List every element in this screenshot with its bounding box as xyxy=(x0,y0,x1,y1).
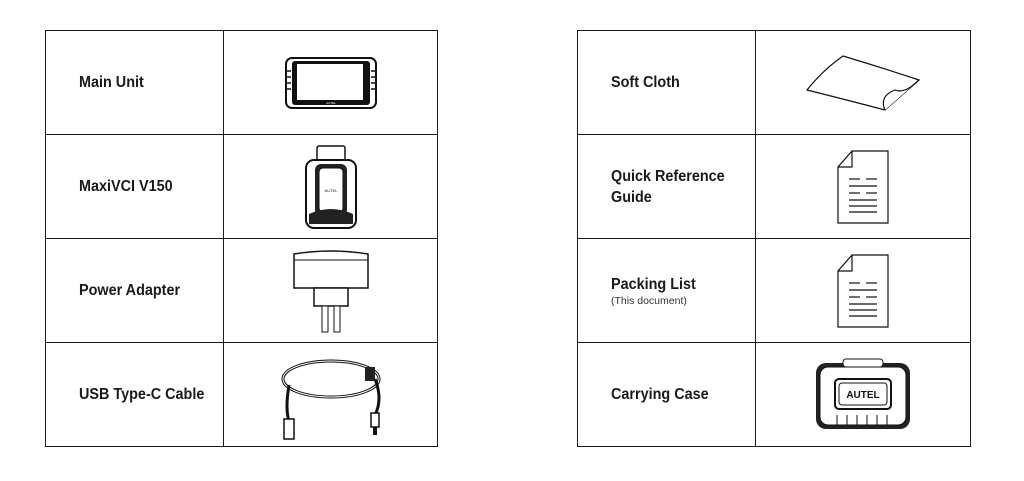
table-row: Carrying Case AUTEL xyxy=(577,342,971,447)
usb-cable-icon xyxy=(281,359,380,440)
table-row: Power Adapter xyxy=(45,238,438,343)
item-name: Power Adapter xyxy=(79,282,181,299)
item-name: Packing List xyxy=(611,276,696,293)
item-name: Quick Reference Guide xyxy=(611,167,725,206)
table-row: Packing List (This document) xyxy=(577,238,971,343)
svg-text:AUTEL: AUTEL xyxy=(326,101,336,105)
table-row: USB Type-C Cable xyxy=(45,342,438,447)
item-name: Carrying Case xyxy=(611,386,709,403)
item-name: Main Unit xyxy=(79,74,144,91)
item-note: (This document) xyxy=(611,295,687,307)
svg-text:AUTEL: AUTEL xyxy=(846,390,879,401)
packing-table-left: Main Unit AUTEL MaxiVCI V150 AUTEL Power… xyxy=(45,30,438,447)
svg-text:AUTEL: AUTEL xyxy=(324,188,338,193)
table-row: Soft Cloth xyxy=(577,30,971,135)
table-row: Main Unit AUTEL xyxy=(45,30,438,135)
tablet-icon: AUTEL xyxy=(284,56,377,109)
table-row: Quick Reference Guide xyxy=(577,134,971,239)
case-icon: AUTEL xyxy=(816,358,910,429)
item-name: USB Type-C Cable xyxy=(79,386,205,403)
power-adapter-icon xyxy=(292,249,369,332)
item-name: Soft Cloth xyxy=(611,74,680,91)
vci-icon: AUTEL xyxy=(304,144,357,229)
packing-table-right: Soft Cloth Quick Reference Guide Packing… xyxy=(577,30,971,447)
document-icon xyxy=(837,253,889,328)
table-row: MaxiVCI V150 AUTEL xyxy=(45,134,438,239)
cloth-icon xyxy=(805,54,921,111)
item-name: MaxiVCI V150 xyxy=(79,178,173,195)
document-icon xyxy=(837,149,889,224)
